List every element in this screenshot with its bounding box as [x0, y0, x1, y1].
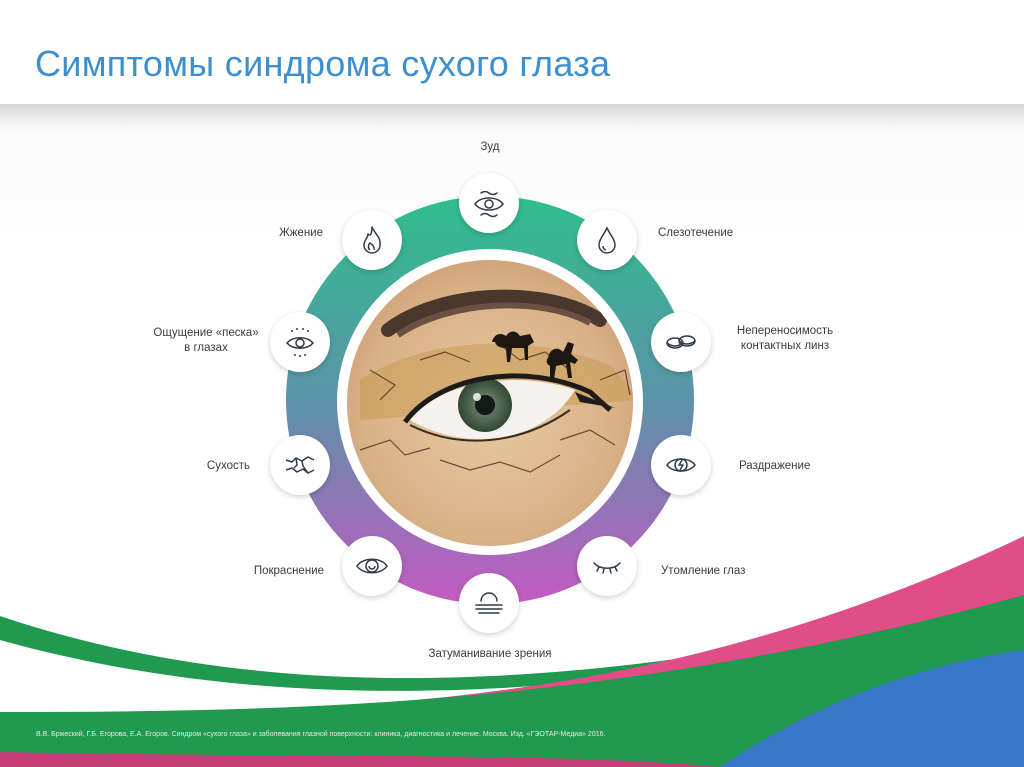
contact-lens-icon: [651, 312, 711, 372]
itchy-eye-icon: [459, 173, 519, 233]
tear-drop-icon: [577, 210, 637, 270]
blue-wave: [720, 650, 1024, 767]
page-title: Симптомы синдрома сухого глаза: [35, 43, 611, 84]
header: Симптомы синдрома сухого глаза: [0, 0, 1024, 104]
sand-eye-icon: [270, 312, 330, 372]
symptom-label-burning: Жжение: [279, 227, 323, 239]
symptom-label-itch: Зуд: [480, 141, 500, 153]
cracked-surface-icon: [270, 435, 330, 495]
symptom-label-eye-fatigue: Утомление глаз: [661, 565, 746, 577]
reference-footnote: В.В. Бржеский, Г.Б. Егорова, Е.А. Егоров…: [36, 731, 606, 738]
irritated-eye-icon: [651, 435, 711, 495]
closed-eye-icon: [577, 536, 637, 596]
symptom-label-lens-intolerance: Непереносимость контактных линз: [736, 325, 834, 352]
red-eye-icon: [342, 536, 402, 596]
symptom-label-irritation: Раздражение: [739, 460, 811, 472]
camel-silhouettes: [492, 331, 578, 380]
symptom-label-redness: Покраснение: [253, 565, 324, 577]
symptom-label-tearing: Слезотечение: [658, 227, 734, 239]
eye-photo: [347, 260, 633, 546]
symptom-label-blurred-vision: Затуманивание зрения: [428, 648, 552, 660]
green-band-lower: [0, 595, 1024, 767]
flame-icon: [342, 210, 402, 270]
fog-icon: [459, 573, 519, 633]
header-shadow-band: [0, 104, 1024, 134]
symptom-label-sand-sensation: Ощущение «песка» в глазах: [153, 327, 259, 354]
bottom-pink-edge: [0, 752, 720, 767]
symptom-label-dryness: Сухость: [206, 460, 250, 472]
